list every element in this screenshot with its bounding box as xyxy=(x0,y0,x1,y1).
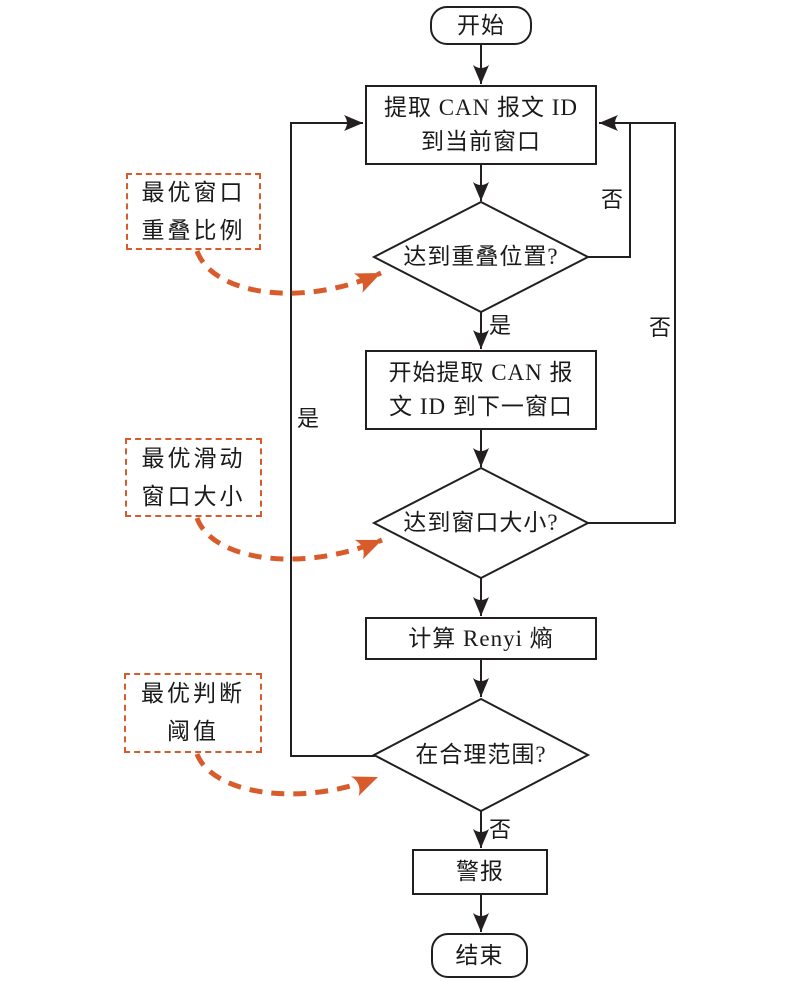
end-label: 结束 xyxy=(455,942,504,968)
end-terminal: 结束 xyxy=(431,933,528,978)
extract-current-box: 提取 CAN 报文 ID 到当前窗口 xyxy=(365,85,597,165)
renyi-label: 计算 Renyi 熵 xyxy=(408,625,554,651)
label-no-overlap: 否 xyxy=(600,187,624,212)
label-yes-overlap: 是 xyxy=(488,313,512,338)
window-size-decision-label: 达到窗口大小? xyxy=(403,510,559,535)
window-size-decision-shape xyxy=(371,466,591,580)
alarm-box: 警报 xyxy=(412,849,548,895)
edge-overlap-no-loop xyxy=(588,123,631,258)
range-decision-label: 在合理范围? xyxy=(415,742,547,767)
label-yes-range: 是 xyxy=(296,406,320,431)
extract-current-line2: 到当前窗口 xyxy=(421,129,541,154)
annotation-arrow-threshold xyxy=(194,752,379,797)
edge-range-yes-loop xyxy=(290,115,375,757)
annotation-threshold: 最优判断 阈值 xyxy=(124,673,262,753)
extract-current-line1: 提取 CAN 报文 ID xyxy=(383,95,579,120)
start-terminal: 开始 xyxy=(430,6,532,45)
annotation-arrow-overlap-ratio xyxy=(194,250,383,296)
extract-next-box: 开始提取 CAN 报 文 ID 到下一窗口 xyxy=(365,350,597,430)
label-no-window: 否 xyxy=(648,315,672,340)
annotation-sliding-window: 最优滑动 窗口大小 xyxy=(125,438,262,517)
extract-next-line2: 文 ID 到下一窗口 xyxy=(389,394,573,419)
start-label: 开始 xyxy=(457,12,505,38)
edge-window-no-loop xyxy=(588,115,676,524)
annotation-overlap-ratio: 最优窗口 重叠比例 xyxy=(126,173,261,250)
overlap-decision-shape xyxy=(371,200,591,314)
extract-next-line1: 开始提取 CAN 报 xyxy=(388,360,574,385)
renyi-box: 计算 Renyi 熵 xyxy=(365,617,597,660)
annotation-arrow-sliding-window xyxy=(194,517,383,562)
label-no-range: 否 xyxy=(488,817,512,842)
range-decision-shape xyxy=(371,697,591,813)
overlap-decision-label: 达到重叠位置? xyxy=(403,244,559,269)
alarm-label: 警报 xyxy=(456,859,504,884)
